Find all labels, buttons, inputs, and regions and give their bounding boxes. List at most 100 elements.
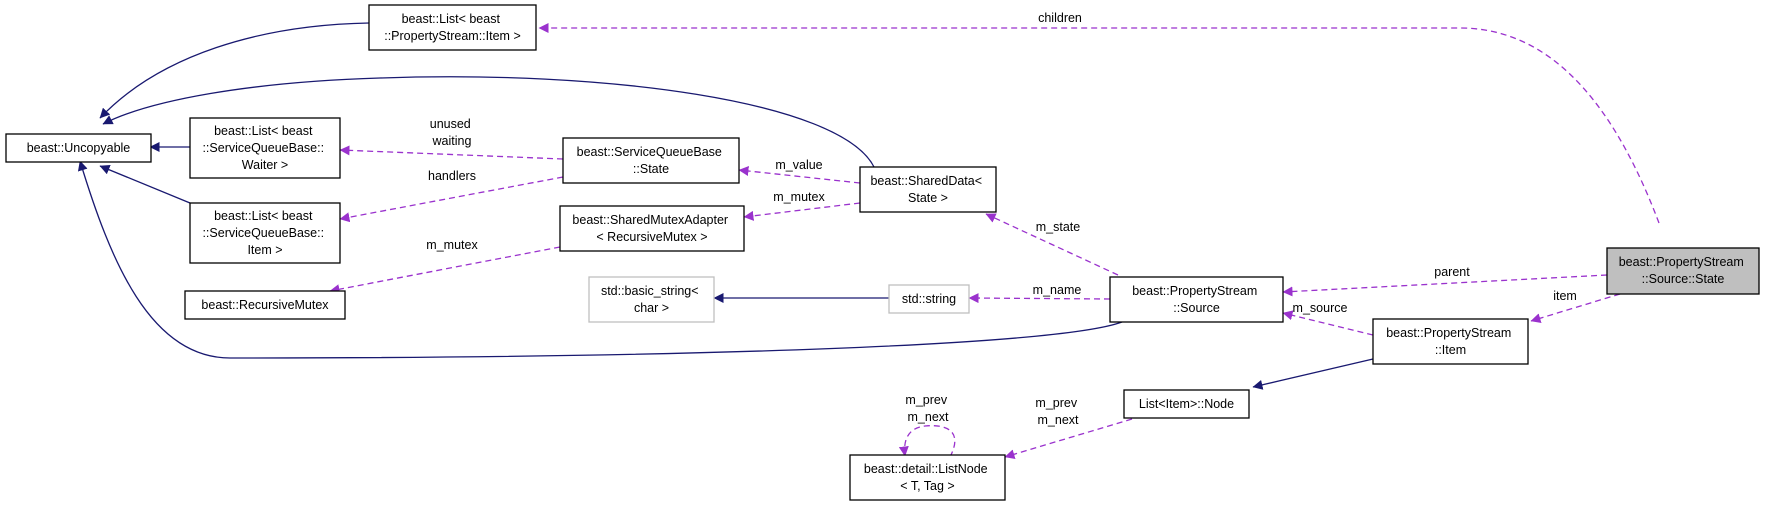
label-line: m_state — [1036, 220, 1081, 234]
label-line: m_prev — [1035, 396, 1077, 410]
inheritance-edges — [77, 22, 1374, 390]
node-label: List<Item>::Node — [1139, 397, 1234, 411]
node-box — [888, 284, 970, 314]
node-label-line: beast::detail::ListNode — [864, 462, 988, 476]
node-label-line: ::Item — [1435, 343, 1466, 357]
node-label: beast::PropertyStream ::Item — [1386, 326, 1515, 357]
node-box — [1109, 276, 1284, 323]
node-label: std::basic_string< char > — [601, 284, 702, 315]
node-box — [559, 205, 745, 252]
node-uncopyable[interactable]: beast::Uncopyable — [5, 133, 152, 163]
node-basic-string[interactable]: std::basic_string< char > — [588, 276, 715, 323]
node-list-propertystream-item[interactable]: beast::List< beast ::PropertyStream::Ite… — [368, 4, 537, 51]
label-m-state: m_state — [1036, 220, 1081, 234]
node-label-line: < RecursiveMutex > — [596, 230, 707, 244]
label-item: item — [1553, 289, 1577, 303]
edge-m-prev-m-next-self — [898, 424, 956, 458]
node-label: beast::detail::ListNode < T, Tag > — [864, 462, 991, 493]
node-box — [189, 202, 341, 264]
label-line: item — [1553, 289, 1577, 303]
node-recursive-mutex[interactable]: beast::RecursiveMutex — [184, 290, 346, 320]
label-line: m_name — [1033, 283, 1082, 297]
node-label-line: beast::PropertyStream — [1386, 326, 1511, 340]
node-label: beast::SharedMutexAdapter < RecursiveMut… — [572, 213, 731, 244]
node-label-line: < T, Tag > — [900, 479, 954, 493]
node-label: beast::List< beast ::ServiceQueueBase:: … — [202, 124, 327, 172]
label-unused-waiting: unused waiting — [430, 117, 475, 148]
node-propertystream-source[interactable]: beast::PropertyStream ::Source — [1109, 276, 1284, 323]
edge-handlers — [339, 176, 564, 223]
label-line: waiting — [432, 134, 472, 148]
label-m-prev-m-next-self: m_prev m_next — [905, 393, 950, 424]
edge-m-mutex-recursive — [329, 246, 561, 295]
label-m-mutex-recursive: m_mutex — [426, 238, 478, 252]
node-label-line: beast::SharedData< — [870, 174, 982, 188]
node-label: std::string — [902, 292, 956, 306]
node-shared-mutex-adapter[interactable]: beast::SharedMutexAdapter < RecursiveMut… — [559, 205, 745, 252]
label-m-mutex-adapter: m_mutex — [773, 190, 825, 204]
edge-m-value — [738, 166, 861, 184]
node-propertystream-item[interactable]: beast::PropertyStream ::Item — [1372, 318, 1529, 365]
label-children: children — [1038, 11, 1082, 25]
node-list-node[interactable]: beast::detail::ListNode < T, Tag > — [849, 454, 1006, 501]
node-label-line: beast::List< beast — [214, 209, 313, 223]
node-box — [588, 276, 715, 323]
edge-list-propertystream-item-to-uncopyable — [99, 22, 370, 119]
node-label-line: beast::ServiceQueueBase — [577, 145, 722, 159]
node-label-line: beast::PropertyStream — [1132, 284, 1257, 298]
node-label: beast::PropertyStream ::Source — [1132, 284, 1261, 315]
label-line: m_next — [908, 410, 950, 424]
label-line: m_mutex — [773, 190, 825, 204]
node-list-servicequeue-item[interactable]: beast::List< beast ::ServiceQueueBase:: … — [189, 202, 341, 264]
node-std-string[interactable]: std::string — [888, 284, 970, 314]
node-label-line: List<Item>::Node — [1139, 397, 1234, 411]
node-label: beast::RecursiveMutex — [201, 298, 329, 312]
edge-m-mutex-adapter — [743, 202, 861, 221]
node-label-line: beast::RecursiveMutex — [201, 298, 329, 312]
edge-list-servicequeue-item-to-uncopyable — [99, 164, 191, 204]
label-m-source: m_source — [1293, 301, 1348, 315]
node-label-line: Waiter > — [242, 158, 288, 172]
label-m-prev-m-next-node: m_prev m_next — [1035, 396, 1080, 427]
label-line: m_mutex — [426, 238, 478, 252]
edge-m-name — [968, 293, 1111, 304]
edge-parent — [1282, 274, 1608, 297]
node-box — [1606, 247, 1760, 295]
node-list-servicequeue-waiter[interactable]: beast::List< beast ::ServiceQueueBase:: … — [189, 117, 341, 179]
node-label-line: beast::SharedMutexAdapter — [572, 213, 728, 227]
node-servicequeue-state[interactable]: beast::ServiceQueueBase ::State — [562, 137, 740, 184]
label-line: children — [1038, 11, 1082, 25]
node-label-line: beast::List< beast — [214, 124, 313, 138]
node-label-line: ::Source::State — [1642, 272, 1725, 286]
label-line: m_next — [1038, 413, 1080, 427]
label-line: m_source — [1293, 301, 1348, 315]
edge-shared-data-to-uncopyable — [102, 76, 875, 168]
node-label-line: beast::List< beast — [402, 12, 501, 26]
node-box — [849, 454, 1006, 501]
edge-m-source — [1282, 310, 1374, 336]
node-source-state[interactable]: beast::PropertyStream ::Source::State — [1606, 247, 1760, 295]
edge-item — [1530, 293, 1621, 324]
node-label-line: ::ServiceQueueBase:: — [202, 141, 324, 155]
node-box — [189, 117, 341, 179]
node-list-item-node[interactable]: List<Item>::Node — [1123, 389, 1250, 419]
node-label-line: std::basic_string< — [601, 284, 699, 298]
node-label: beast::List< beast ::ServiceQueueBase:: … — [202, 209, 327, 257]
label-handlers: handlers — [428, 169, 476, 183]
node-label-line: ::Source — [1173, 301, 1220, 315]
edge-m-state — [985, 213, 1119, 276]
node-label-line: char > — [634, 301, 669, 315]
association-edges — [329, 23, 1660, 460]
edge-m-prev-m-next-node — [1004, 418, 1133, 460]
label-line: m_value — [775, 158, 822, 172]
node-label-line: ::ServiceQueueBase:: — [202, 226, 324, 240]
node-shared-data[interactable]: beast::SharedData< State > — [859, 166, 997, 213]
edge-labels: children unused waiting handlers m_mutex… — [426, 11, 1577, 427]
label-line: unused — [430, 117, 471, 131]
node-box — [5, 133, 152, 163]
node-box — [368, 4, 537, 51]
node-label-line: beast::PropertyStream — [1619, 255, 1744, 269]
edge-unused-waiting — [339, 145, 564, 160]
